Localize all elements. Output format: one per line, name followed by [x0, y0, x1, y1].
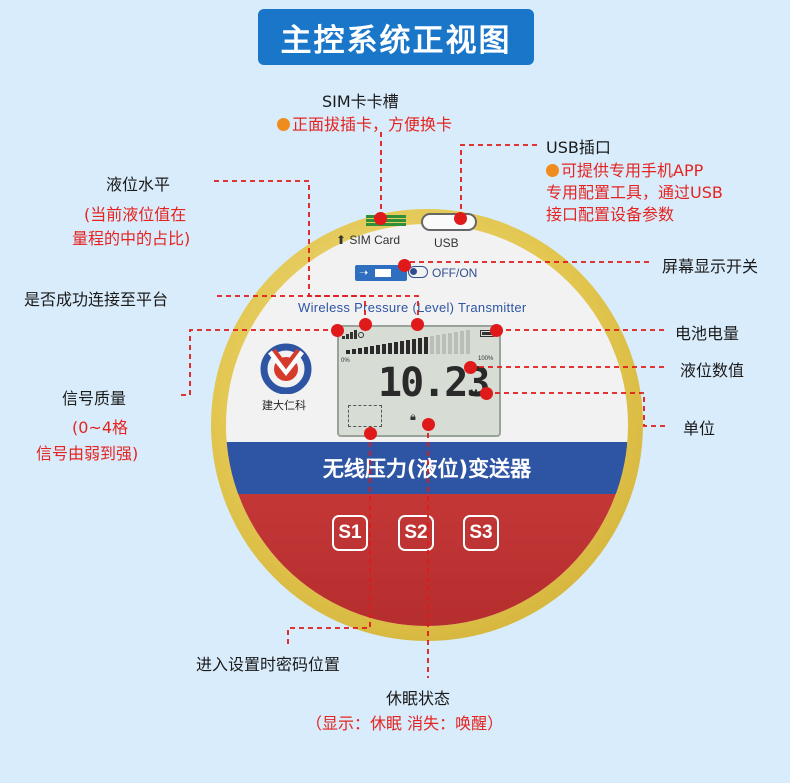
usb-port	[421, 213, 477, 231]
usb-desc-1: 可提供专用手机APP	[546, 157, 703, 181]
key-s2[interactable]: S2	[398, 515, 434, 551]
battery-marker	[490, 324, 503, 337]
signal-marker	[331, 324, 344, 337]
level-marker	[411, 318, 424, 331]
platform-marker	[359, 318, 372, 331]
unit-marker	[480, 387, 493, 400]
sim-marker	[374, 212, 387, 225]
sim-card-label: ⬆ SIM Card	[336, 233, 401, 247]
usb-desc-2: 专用配置工具，通过USB	[546, 183, 723, 202]
sleep-desc: （显示：休眠 消失：唤醒）	[306, 714, 504, 733]
sim-slot-title: SIM卡卡槽	[322, 92, 399, 111]
level-title: 液位水平	[106, 175, 171, 194]
brand-logo-icon	[260, 343, 312, 394]
usb-port-label: USB	[434, 236, 459, 250]
bullet-icon	[546, 164, 559, 177]
level-value-title: 液位数值	[680, 361, 745, 380]
lock-icon: 🔒︎	[410, 410, 416, 423]
sim-card-icon: ⬆	[336, 233, 347, 247]
page-title: 主控系统正视图	[258, 9, 534, 65]
password-title: 进入设置时密码位置	[196, 655, 341, 674]
usb-desc-3: 接口配置设备参数	[546, 205, 675, 224]
sleep-marker	[422, 418, 435, 431]
device-subtitle: Wireless Pressure (Level) Transmitter	[298, 300, 527, 315]
key-s1[interactable]: S1	[332, 515, 368, 551]
level-desc-2: 量程的中的占比)	[72, 229, 191, 248]
key-s3[interactable]: S3	[463, 515, 499, 551]
screen-switch-title: 屏幕显示开关	[662, 257, 759, 276]
password-marker	[364, 427, 377, 440]
password-area	[348, 405, 382, 427]
switch-marker	[398, 259, 411, 272]
switch-label: OFF/ON	[432, 266, 478, 280]
brand-name: 建大仁科	[262, 399, 306, 412]
signal-desc-2: 信号由弱到强)	[36, 444, 139, 463]
unit-title: 单位	[683, 419, 716, 438]
level-desc-1: (当前液位值在	[84, 205, 187, 224]
sleep-title: 休眠状态	[386, 689, 451, 708]
lcd-unit: M	[470, 388, 478, 398]
signal-strength-icon	[342, 330, 364, 339]
device-product-band: 无线压力(液位)变送器	[226, 442, 628, 494]
level-value-marker	[464, 361, 477, 374]
bullet-icon	[277, 118, 290, 131]
usb-marker	[454, 212, 467, 225]
platform-title: 是否成功连接至平台	[24, 290, 169, 309]
signal-title: 信号质量	[62, 389, 127, 408]
scale-min-label: 0%	[341, 358, 350, 364]
sim-slot-desc: 正面拔插卡，方便换卡	[277, 111, 452, 135]
arrow-right-icon: ➝	[359, 266, 369, 279]
toggle-icon	[408, 266, 428, 278]
scale-max-label: 100%	[478, 356, 494, 362]
signal-desc-1: (0~4格	[72, 418, 129, 437]
level-bar-graph	[346, 330, 470, 354]
usb-title: USB插口	[546, 138, 611, 157]
battery-title: 电池电量	[675, 324, 740, 343]
